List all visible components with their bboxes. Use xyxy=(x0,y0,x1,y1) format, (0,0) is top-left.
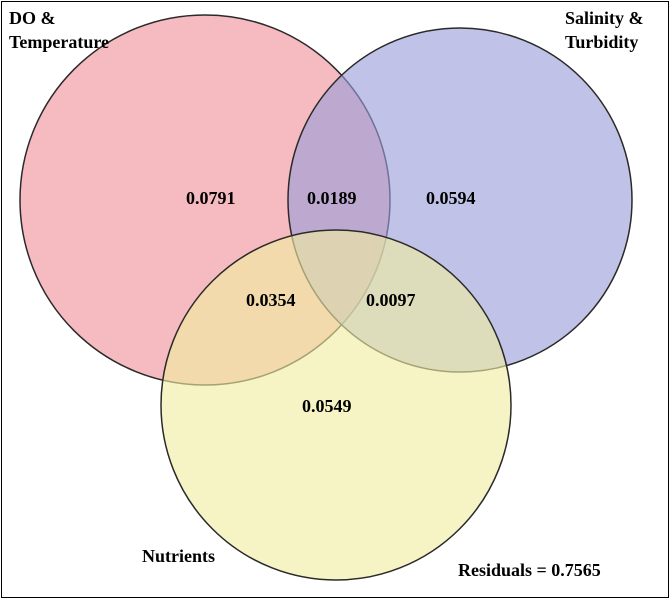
label-do-line1: DO & xyxy=(9,8,56,28)
value-nutrients-only: 0.0549 xyxy=(302,396,352,416)
label-nutrients: Nutrients xyxy=(142,546,215,566)
value-salinity-nutrients: 0.0097 xyxy=(366,290,416,310)
label-do-line2: Temperature xyxy=(9,32,109,52)
circle-nutrients xyxy=(160,229,512,581)
residuals-label: Residuals = 0.7565 xyxy=(458,560,601,580)
label-salinity-line2: Turbidity xyxy=(565,32,638,52)
value-do-only: 0.0791 xyxy=(186,188,236,208)
value-salinity-only: 0.0594 xyxy=(426,188,476,208)
label-salinity-line1: Salinity & xyxy=(565,8,644,28)
value-do-nutrients: 0.0354 xyxy=(246,290,296,310)
value-do-salinity: 0.0189 xyxy=(307,188,357,208)
